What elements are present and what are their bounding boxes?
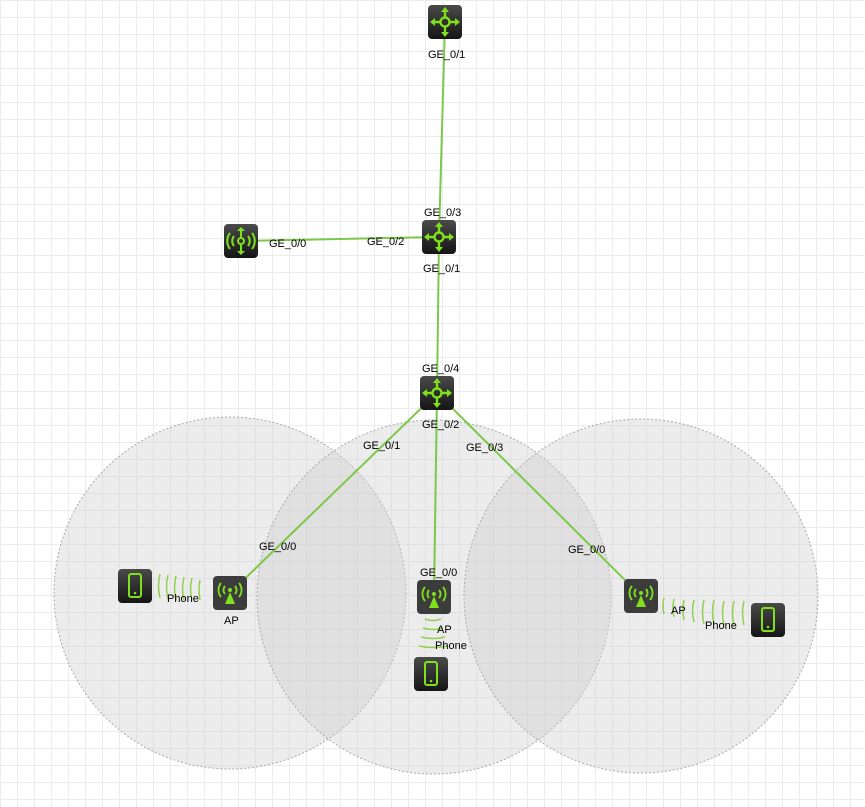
port-label: GE_0/1 [423,263,460,275]
link-ac-switch[interactable] [240,236,440,242]
port-label: GE_0/2 [367,236,404,248]
phone-icon[interactable] [750,602,786,638]
wireless-controller-icon[interactable] [223,223,259,259]
phone-label: Phone [435,640,467,652]
wireless-link-left [157,573,201,601]
port-label: GE_0/1 [428,49,465,61]
access-point-icon[interactable] [623,578,659,614]
link-switch-ap-left[interactable] [229,392,438,594]
router-icon[interactable] [418,374,456,412]
phone-label: Phone [167,593,199,605]
wireless-link-right [662,597,745,626]
port-label: GE_0/3 [424,207,461,219]
port-label: GE_0/0 [269,238,306,250]
wireless-link-center [418,618,448,649]
link-switch-ap-right[interactable] [436,392,642,597]
port-label: GE_0/3 [466,442,503,454]
port-label: GE_0/2 [422,419,459,431]
link-switch-switch[interactable] [436,236,440,394]
port-label: GE_0/4 [422,363,459,375]
phone-icon[interactable] [117,568,153,604]
access-point-icon[interactable] [416,579,452,615]
port-label: GE_0/0 [259,541,296,553]
link-switch-ap-center[interactable] [433,392,438,598]
link-router-switch[interactable] [438,21,446,238]
ap-label: AP [437,624,452,636]
phone-label: Phone [705,620,737,632]
port-label: GE_0/0 [568,544,605,556]
port-label: GE_0/0 [420,567,457,579]
router-icon[interactable] [426,3,464,41]
access-point-icon[interactable] [212,575,248,611]
ap-label: AP [671,605,686,617]
phone-icon[interactable] [413,656,449,692]
ap-label: AP [224,615,239,627]
router-icon[interactable] [420,218,458,256]
port-label: GE_0/1 [363,440,400,452]
